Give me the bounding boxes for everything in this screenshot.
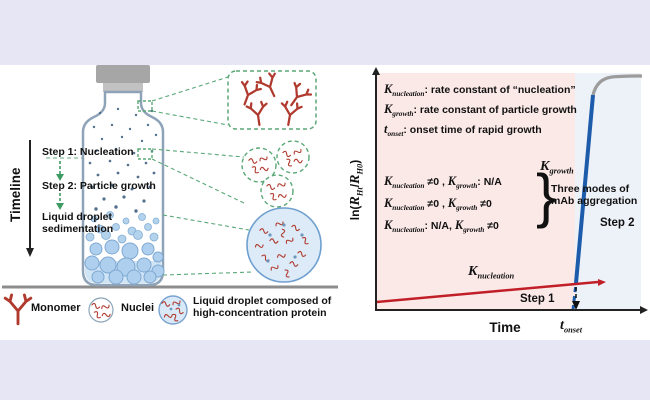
mode3-sub2: growth [463, 225, 485, 235]
legend-droplet-label: Liquid droplet composed of high-concentr… [193, 295, 331, 319]
mode2-s1: K [384, 196, 393, 210]
k-nucleation-label: Knucleation [468, 263, 514, 281]
step2-plot-label: Step 2 [600, 217, 635, 229]
mode2-mid: ≠0 , [424, 198, 448, 210]
ylabel-sub1: Ht [355, 187, 365, 197]
def3-text: : onset time of rapid growth [403, 124, 542, 136]
ylabel-sym2: R [346, 174, 363, 184]
def-onset: tonset: onset time of rapid growth [384, 122, 542, 139]
large-droplets [84, 239, 165, 285]
k-growth-sub: growth [549, 166, 574, 176]
sedimentation-line1: Liquid droplet [42, 211, 112, 223]
nucleation-line [376, 279, 606, 304]
legend-nuclei-label: Nuclei [121, 302, 155, 314]
mode1-end: : N/A [477, 176, 502, 188]
k-growth-sym: K [540, 158, 550, 174]
kinetics-plot [372, 67, 648, 314]
mode3-s1: K [384, 218, 393, 232]
modes-caption: Three modes of mAb aggregation [551, 183, 637, 207]
modes-caption-line2: mAb aggregation [551, 195, 638, 208]
legend-monomer-icon [3, 293, 33, 326]
vial-stopper [96, 65, 150, 92]
sedimentation-line2: sedimentation [42, 223, 114, 236]
mechanism-illustration [2, 65, 338, 326]
step1-label: Step 1: Nucleation [42, 146, 134, 158]
mode1-mid: ≠0 , [424, 176, 448, 188]
legend-droplet-line2: high-concentration protein [193, 307, 327, 320]
mode3-mid: : N/A, [424, 220, 455, 232]
ylabel-sym1: R [346, 196, 363, 206]
t-onset-marker [572, 287, 580, 310]
def2-sub: growth [392, 109, 414, 119]
legend-droplet-icon [158, 295, 188, 325]
y-axis-label: ln(RHt/RH0) [347, 130, 365, 250]
ylabel-sub2: H0 [355, 163, 365, 175]
mode2-sub1: nucleation [392, 203, 425, 213]
step1-plot-label: Step 1 [520, 293, 555, 305]
def3-sub: onset [387, 129, 404, 139]
modes-caption-line1: Three modes of [551, 183, 630, 195]
mode2-s2: K [447, 196, 457, 210]
def1-sub: nucleation [392, 89, 425, 99]
mode-3: Knucleation: N/A, Kgrowth ≠0 [384, 218, 499, 235]
legend-monomer-label: Monomer [31, 302, 81, 314]
mode3-sub1: nucleation [392, 225, 425, 235]
mode2-sub2: growth [456, 203, 478, 213]
small-droplets [85, 211, 160, 244]
def1-sym: K [384, 82, 393, 96]
timeline-label: Timeline [8, 167, 24, 223]
mode1-s1: K [384, 174, 393, 188]
mode-1: Knucleation ≠0 , Kgrowth: N/A [384, 174, 502, 191]
mode2-end: ≠0 [477, 198, 492, 210]
step2-label: Step 2: Particle growth [42, 180, 156, 192]
ylabel-pre: ln( [347, 205, 362, 221]
zoom-liquid-droplet [246, 207, 322, 283]
plot-axes [375, 73, 641, 311]
legend-nuclei-icon [88, 297, 114, 323]
y-axis-arrow [372, 67, 380, 75]
legend-droplet-line1: Liquid droplet composed of [193, 295, 332, 307]
modes-brace: } [536, 162, 557, 229]
zoom-connectors [137, 76, 254, 276]
ylabel-post: ) [347, 159, 362, 164]
def-growth: Kgrowth: rate constant of particle growt… [384, 102, 577, 119]
mode1-s2: K [447, 174, 457, 188]
def1-text: : rate constant of “nucleation” [424, 84, 576, 96]
x-axis-label: Time [489, 320, 521, 335]
mode3-end: ≠0 [484, 220, 499, 232]
ylabel-mid: / [347, 183, 362, 188]
def-nucleation: Knucleation: rate constant of “nucleatio… [384, 82, 576, 99]
def3-sym: t [384, 122, 388, 136]
def2-text: : rate constant of particle growth [413, 104, 577, 116]
t-onset-sym: t [560, 317, 564, 333]
zoom-nuclei [241, 140, 310, 208]
plateau-curve [591, 74, 643, 96]
def2-sym: K [384, 102, 393, 116]
mode3-s2: K [454, 218, 464, 232]
mode1-sub1: nucleation [392, 181, 425, 191]
k-nucleation-sub: nucleation [477, 271, 515, 281]
zoom-monomers [227, 70, 317, 130]
sedimentation-label: Liquid droplet sedimentation [42, 211, 113, 235]
k-growth-label: Kgrowth [540, 158, 574, 176]
t-onset-label: tonset [560, 317, 582, 335]
mode1-sub2: growth [456, 181, 478, 191]
t-onset-sub: onset [563, 325, 583, 335]
nucleation-region [376, 73, 575, 310]
figure-area: Timeline Step 1: Nucleation Step 2: Part… [0, 65, 650, 340]
x-axis-arrow [640, 306, 648, 314]
k-nucleation-sym: K [468, 263, 478, 279]
mode-2: Knucleation ≠0 , Kgrowth ≠0 [384, 196, 492, 213]
timeline-arrow [26, 140, 34, 257]
